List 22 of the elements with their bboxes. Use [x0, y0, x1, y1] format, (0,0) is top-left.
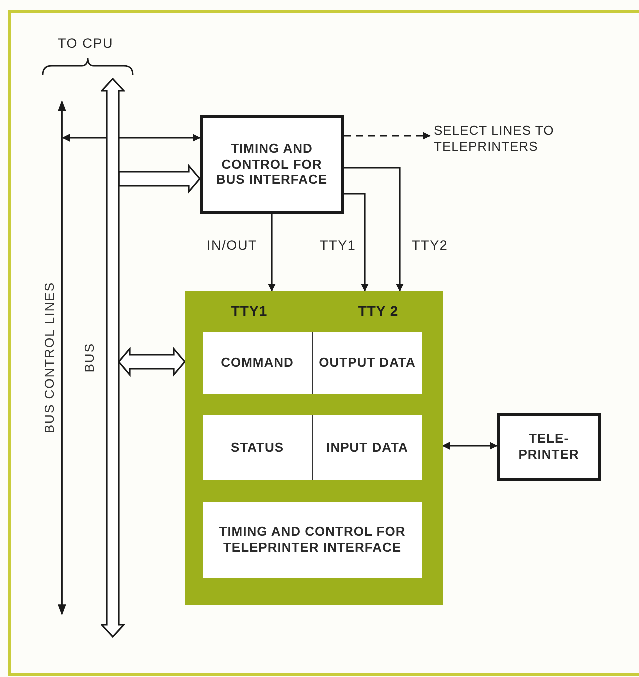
register-cell: TIMING AND CONTROL FOR TELEPRINTER INTERFACE [203, 502, 422, 578]
register-cell: STATUS [203, 415, 312, 480]
note-text: SELECT LINES TO TELEPRINTERS [434, 120, 602, 158]
process-box: TIMING AND CONTROL FOR BUS INTERFACE [200, 115, 344, 214]
arrow [344, 132, 431, 140]
register-block [185, 291, 443, 605]
hollow-arrow [118, 346, 186, 378]
arrow [268, 214, 276, 292]
line-label: BUS [82, 343, 98, 373]
arrow [344, 167, 404, 292]
register-cell: INPUT DATA [312, 415, 422, 480]
hollow-arrow [118, 164, 202, 194]
line-label: BUS CONTROL LINES [42, 282, 58, 434]
arrow [442, 442, 498, 450]
register-cell: OUTPUT DATA [312, 332, 422, 394]
column-heading: TTY1 [230, 302, 269, 320]
bus-label: TO CPU [58, 36, 114, 51]
register-cell: COMMAND [203, 332, 312, 394]
process-box: TELE- PRINTER [497, 413, 601, 481]
arrow [62, 134, 201, 142]
arrow [344, 193, 369, 292]
column-heading: TTY 2 [357, 302, 400, 320]
